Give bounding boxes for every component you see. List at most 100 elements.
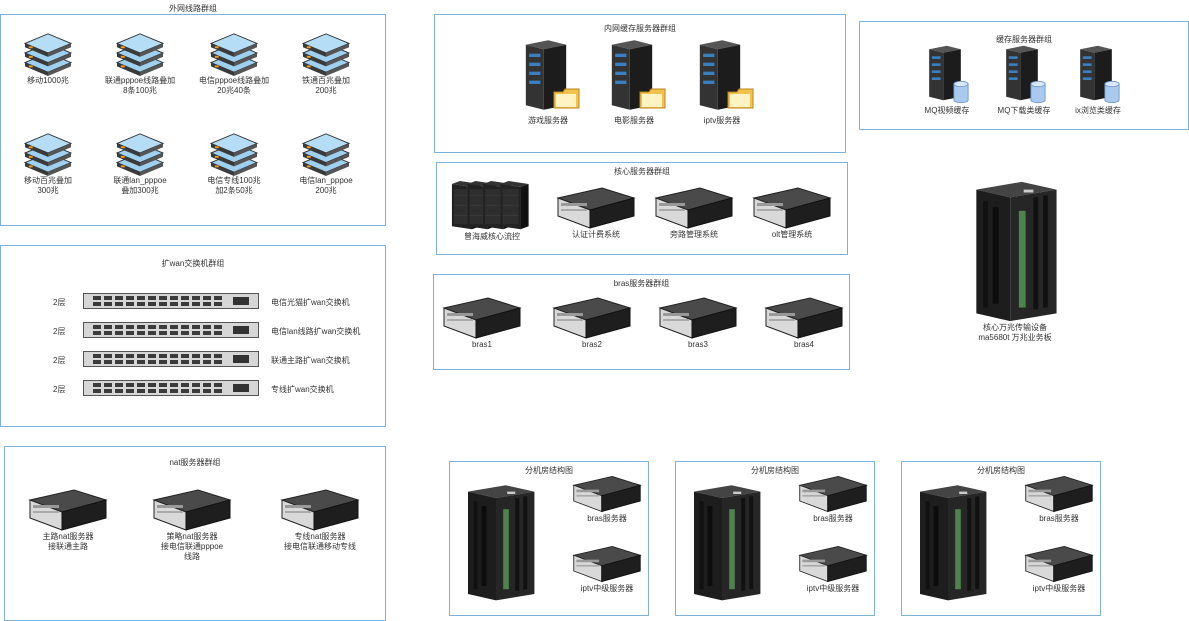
cache-label: MQ视频缓存 [924,106,970,115]
rack-server-icon [28,488,108,532]
line-label: 电信lan_pppoe [299,176,353,185]
port [214,354,222,358]
switch-name: 联通主路扩wan交换机 [271,356,350,365]
nat-sublabel: 接电信联通移动专线 [284,542,356,551]
port [159,325,167,329]
rack-server-icon [1024,474,1094,514]
port [93,325,101,329]
cache-label: MQ下载类缓存 [997,106,1051,115]
line-sublabel: 加2条50兆 [215,186,253,195]
port [137,331,145,335]
port [170,383,178,387]
nat-server: 专线nat服务器接电信联通移动专线 [265,488,375,552]
port [148,331,156,335]
rack-server-icon [280,488,360,532]
group-title: 外网线路群组 [169,4,217,13]
port [159,302,167,306]
port [170,325,178,329]
line-label: 移动1000兆 [27,76,69,85]
rack-server-icon [442,296,522,340]
port [192,302,200,306]
core-switch-label-1: 核心万兆传输设备 [983,323,1047,332]
switch-name: 电信lan线路扩wan交换机 [271,327,361,336]
port [126,354,134,358]
group-title: 核心服务器群组 [614,167,670,176]
bras-server: bras4 [759,296,849,350]
nat-label: 主路nat服务器 [42,532,94,541]
branch-iptv-label: iptv中级服务器 [580,584,634,593]
nat-server: 主路nat服务器接联通主路 [13,488,123,552]
branch-iptv-server: iptv中级服务器 [1014,544,1104,594]
rack-server-icon [658,296,738,340]
port [148,354,156,358]
port [159,383,167,387]
port [214,331,222,335]
line-sublabel: 300兆 [37,186,59,195]
port [104,325,112,329]
switch-icon [83,380,259,396]
core-rack-icon [965,178,1065,323]
folder-icon [639,88,667,110]
core-label: 旁路管理系统 [670,230,718,239]
branch-rack-icon [452,482,548,602]
port [126,331,134,335]
branch-bras-label: bras服务器 [813,514,853,523]
port [192,360,200,364]
switch-icon [83,293,259,309]
bras-label: bras2 [581,340,602,349]
port [192,389,200,393]
core-switch: 核心万兆传输设备 ma5680t 万兆业务板 [955,178,1075,343]
line-sublabel: 200兆 [315,186,337,195]
core-label: 认证计费系统 [572,230,620,239]
port [203,296,211,300]
database-icon [953,80,969,104]
port [115,331,123,335]
bras-label: bras3 [687,340,708,349]
line-label: 铁通百兆叠加 [302,76,350,85]
group-title: 分机房结构图 [525,466,573,475]
stacked-server-icon [113,30,167,76]
stacked-server-icon [21,130,75,176]
port [170,331,178,335]
port [148,360,156,364]
core-server: 曾海威核心流控 [442,180,542,242]
branch-bras-server: bras服务器 [562,474,652,524]
nat-label: 策略nat服务器 [166,532,218,541]
port [93,354,101,358]
port [104,296,112,300]
port [203,383,211,387]
port [192,296,200,300]
folder-icon [727,88,755,110]
rack-server-icon [798,474,868,514]
switch-name: 电信光猫扩wan交换机 [271,298,350,307]
intranet-server: 游戏服务器 [503,36,593,126]
port [115,383,123,387]
port [203,302,211,306]
group-title: 分机房结构图 [977,466,1025,475]
branch-bras-label: bras服务器 [587,514,627,523]
port [115,296,123,300]
port [104,383,112,387]
port [181,331,189,335]
port [203,325,211,329]
folder-icon [553,88,581,110]
line-item: 电信专线100兆加2条50兆 [189,130,279,196]
port [214,383,222,387]
line-label: 联通lan_pppoe [113,176,167,185]
core-server: 旁路管理系统 [644,180,744,240]
server-label: iptv服务器 [703,116,741,125]
server-farm-icon [451,180,529,230]
intranet-server: iptv服务器 [677,36,767,126]
port [181,325,189,329]
port [214,325,222,329]
port [181,296,189,300]
line-label: 联通pppoe线路叠加 [104,76,176,85]
core-server: 认证计费系统 [546,180,646,240]
stacked-server-icon [207,30,261,76]
port [137,325,145,329]
